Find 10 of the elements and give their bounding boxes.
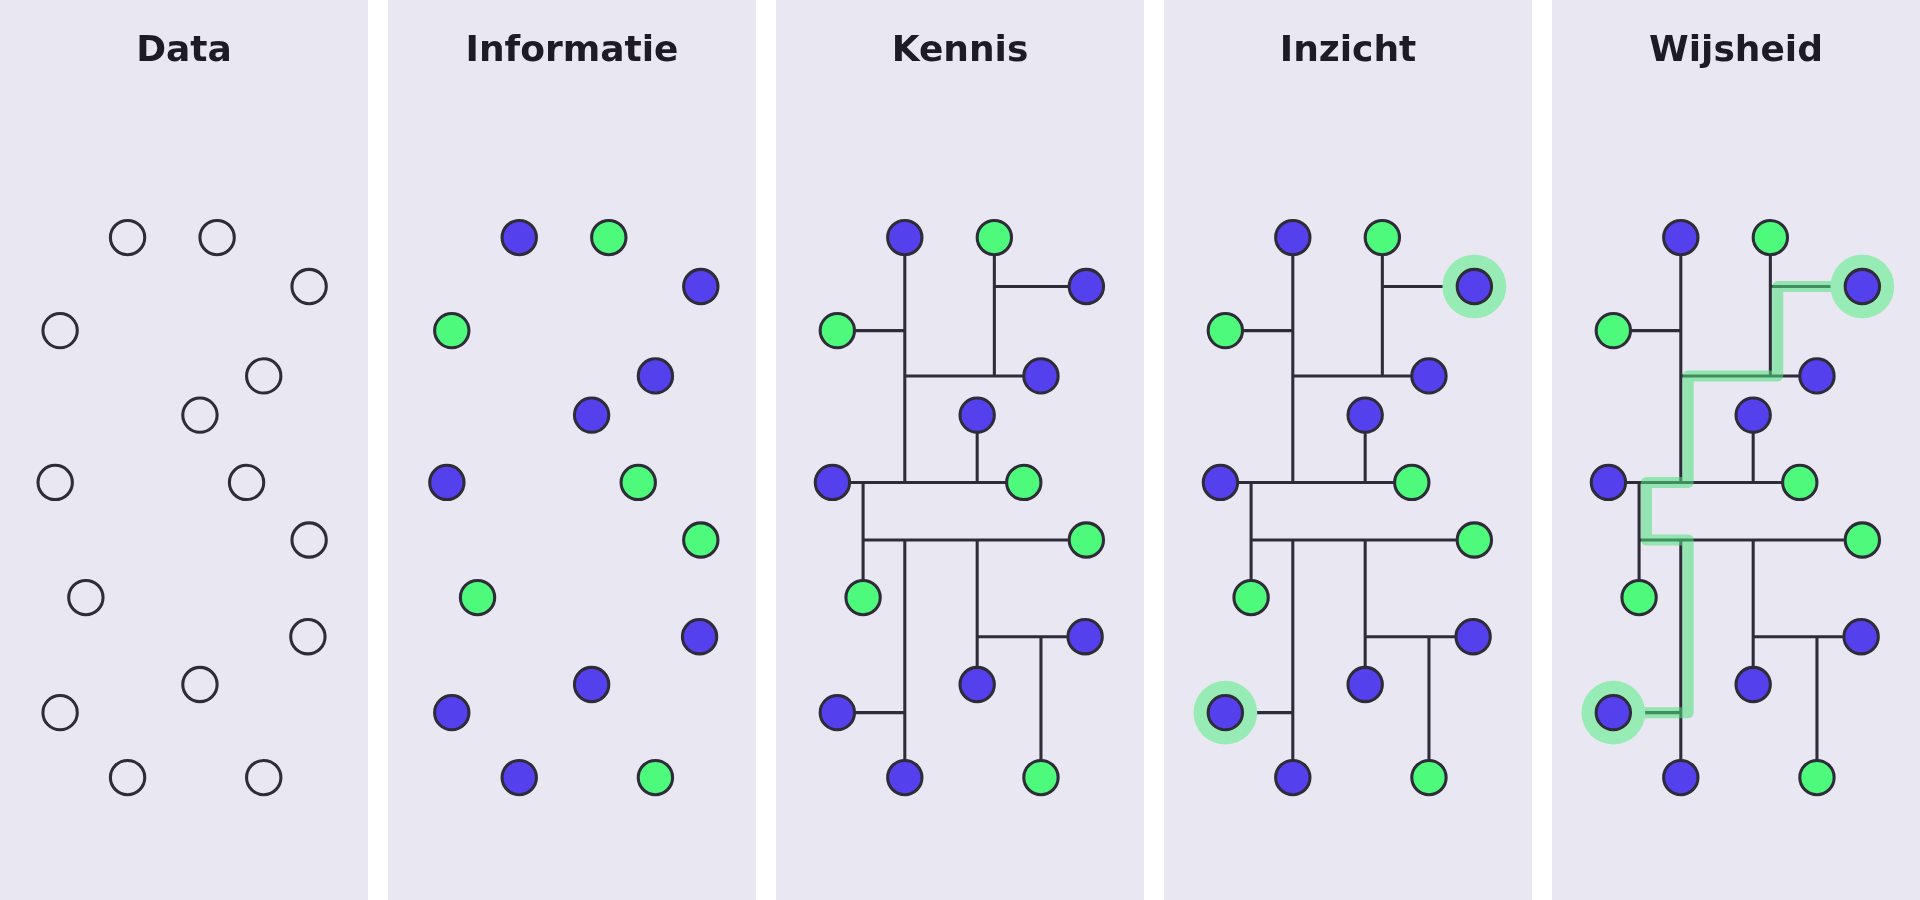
panel-title: Kennis <box>890 28 1030 69</box>
panel <box>1164 0 1532 900</box>
panel-title: Inzicht <box>1278 28 1418 69</box>
panel <box>1552 0 1920 900</box>
panel <box>776 0 1144 900</box>
panel-title: Wijsheid <box>1648 28 1824 69</box>
panel-title: Data <box>135 28 233 69</box>
panel-title: Informatie <box>464 28 680 69</box>
panel <box>0 0 368 900</box>
panel <box>388 0 756 900</box>
